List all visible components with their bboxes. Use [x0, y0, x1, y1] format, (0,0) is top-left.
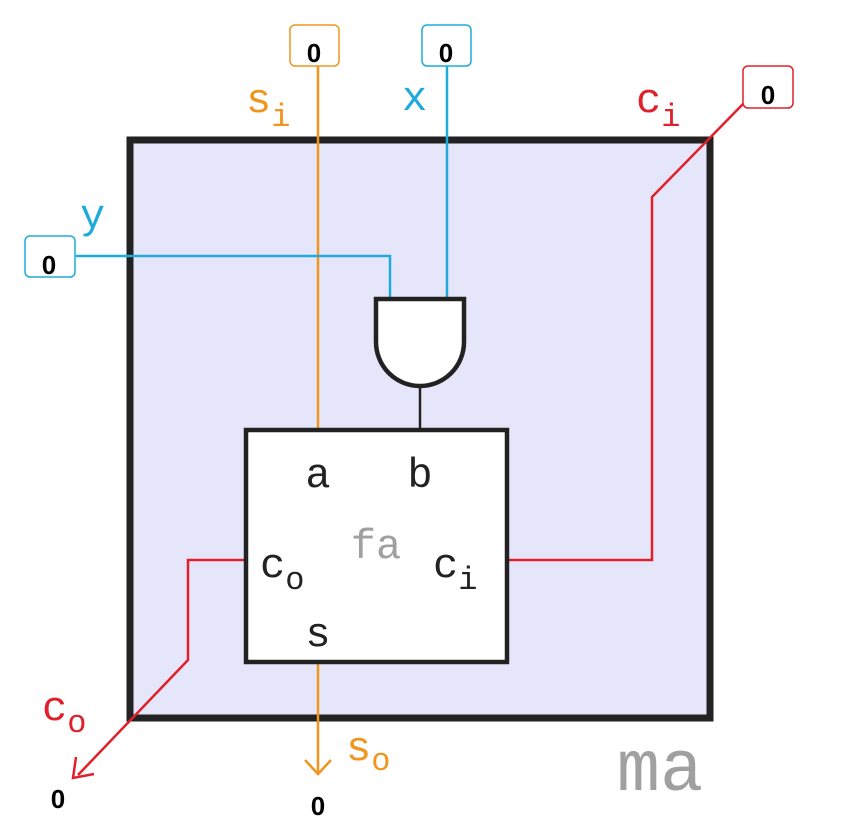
- label-co: co: [42, 685, 86, 742]
- fa-box: [243, 427, 510, 665]
- arrowhead-co: [71, 756, 95, 780]
- wire-ci: [508, 102, 745, 562]
- input-ci-value: 0: [761, 80, 775, 110]
- label-ci: ci: [636, 77, 680, 136]
- label-x: x: [402, 75, 427, 123]
- fa-port-a: a: [305, 452, 330, 500]
- module-name: ma: [617, 730, 703, 812]
- label-y: y: [80, 193, 105, 241]
- input-si-box[interactable]: [289, 24, 340, 67]
- and-gate: [373, 296, 467, 389]
- fa-port-ci: ci: [433, 542, 477, 599]
- output-co-value: 0: [51, 784, 65, 814]
- arrowhead-so: [304, 759, 332, 776]
- fa-port-co: co: [260, 542, 304, 599]
- label-so: so: [346, 725, 390, 780]
- input-si[interactable]: 0: [289, 24, 340, 68]
- input-ci-box[interactable]: [742, 65, 794, 109]
- wire-co: [77, 558, 245, 776]
- input-ci[interactable]: 0: [742, 65, 794, 110]
- fa-port-s: s: [305, 611, 330, 659]
- output-so-value: 0: [311, 791, 325, 821]
- fa-name: fa: [351, 523, 401, 571]
- input-si-value: 0: [307, 38, 321, 68]
- fa-port-b: b: [407, 452, 432, 500]
- input-y[interactable]: 0: [24, 235, 76, 280]
- input-y-box[interactable]: [24, 235, 76, 278]
- input-x-value: 0: [439, 38, 453, 68]
- wire-y: [76, 254, 392, 299]
- input-x-box[interactable]: [421, 24, 472, 67]
- input-x[interactable]: 0: [421, 24, 472, 68]
- label-si: si: [246, 77, 290, 136]
- input-y-value: 0: [42, 250, 56, 280]
